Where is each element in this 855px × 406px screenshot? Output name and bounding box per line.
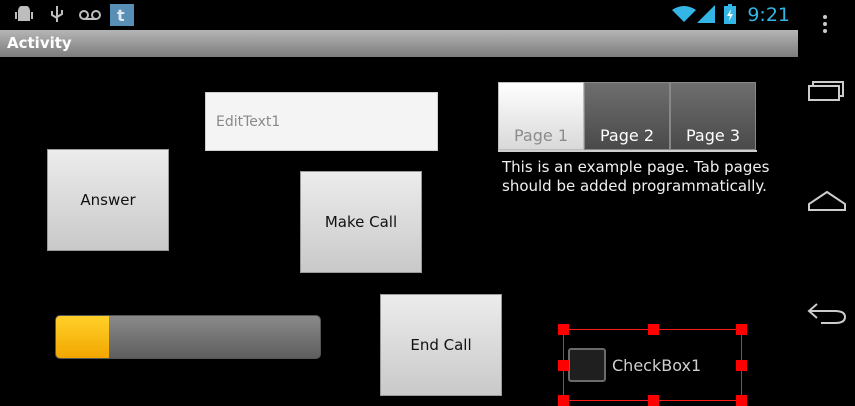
wifi-icon (672, 5, 696, 23)
resize-handle-top-right[interactable] (736, 324, 747, 335)
tab-page-2[interactable]: Page 2 (584, 82, 670, 150)
checkbox[interactable] (568, 348, 606, 382)
action-bar-title: Activity (7, 34, 72, 52)
voicemail-icon (78, 6, 102, 24)
resize-handle-top-center[interactable] (648, 324, 659, 335)
end-call-button-label: End Call (410, 336, 472, 354)
end-call-button[interactable]: End Call (380, 294, 502, 396)
android-icon (14, 5, 34, 24)
resize-handle-top-left[interactable] (558, 324, 569, 335)
checkbox-label: CheckBox1 (612, 356, 702, 375)
home-icon[interactable] (807, 190, 847, 218)
make-call-button[interactable]: Make Call (300, 171, 422, 273)
edit-text-value: EditText1 (216, 113, 281, 130)
signal-icon (697, 5, 715, 23)
answer-button[interactable]: Answer (47, 149, 169, 251)
tab-underline (498, 150, 757, 152)
checkbox-selection-frame: CheckBox1 (558, 324, 747, 406)
progress-bar-fill (56, 316, 109, 358)
tab-content-text: This is an example page. Tab pages shoul… (502, 158, 770, 195)
status-bar: t 9:21 (0, 0, 798, 30)
answer-button-label: Answer (80, 191, 136, 209)
status-clock: 9:21 (747, 4, 790, 26)
tab-page-1[interactable]: Page 1 (498, 82, 584, 150)
overflow-menu-icon[interactable] (820, 14, 830, 38)
back-icon[interactable] (807, 302, 847, 330)
progress-bar (55, 315, 321, 359)
navigation-bar (798, 0, 855, 406)
tab-host: Page 1 Page 2 Page 3 (498, 82, 757, 152)
edit-text-field[interactable]: EditText1 (205, 92, 438, 151)
twitter-icon: t (110, 4, 134, 26)
action-bar: Activity (0, 30, 798, 57)
svg-text:t: t (117, 6, 125, 25)
resize-handle-bottom-right[interactable] (736, 395, 747, 406)
tab-page-3[interactable]: Page 3 (670, 82, 756, 150)
tab-label: Page 1 (514, 126, 568, 145)
make-call-button-label: Make Call (324, 213, 398, 231)
resize-handle-middle-right[interactable] (736, 360, 747, 371)
tab-label: Page 3 (686, 126, 740, 145)
resize-handle-middle-left[interactable] (558, 360, 569, 371)
recent-apps-icon[interactable] (807, 80, 847, 106)
resize-handle-bottom-center[interactable] (648, 395, 659, 406)
usb-icon (49, 6, 65, 24)
battery-charging-icon (724, 4, 736, 24)
tab-label: Page 2 (600, 126, 654, 145)
resize-handle-bottom-left[interactable] (558, 395, 569, 406)
